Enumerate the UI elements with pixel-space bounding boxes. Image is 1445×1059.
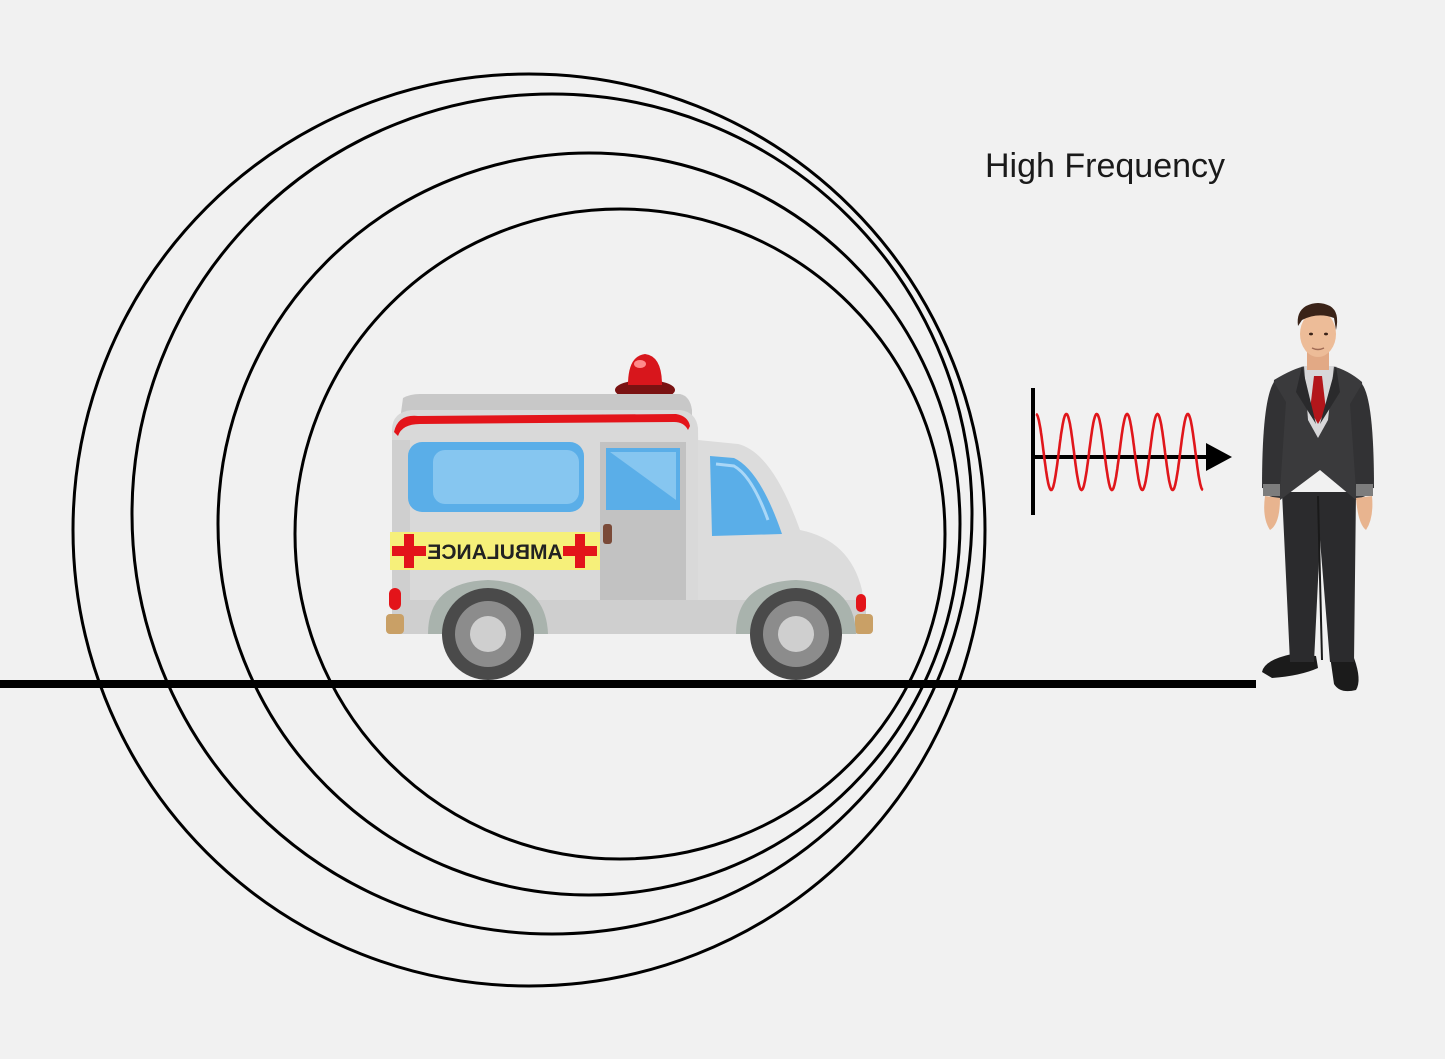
ambulance-label: AMBULANCE	[427, 541, 562, 564]
standing-man-icon	[1262, 303, 1374, 692]
front-wheel	[750, 588, 842, 680]
wave-front-3	[216, 151, 962, 897]
sound-wave-fronts	[71, 72, 987, 988]
wave-front-1	[71, 72, 987, 988]
frequency-label: High Frequency	[985, 147, 1225, 185]
signal-wave	[1035, 412, 1204, 492]
waveform-arrow-icon	[1031, 388, 1232, 515]
ambulance-icon: AMBULANCE	[386, 354, 873, 680]
wave-front-4	[293, 207, 947, 861]
rear-wheel	[442, 588, 534, 680]
wave-front-2	[130, 92, 974, 936]
